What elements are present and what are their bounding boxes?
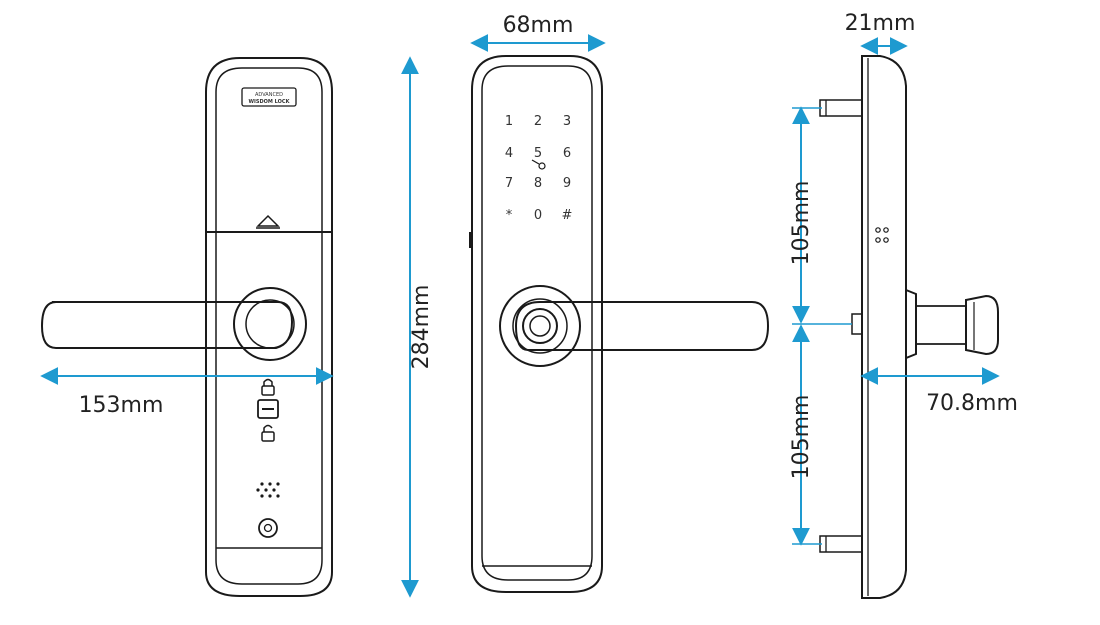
back-panel-inner: [215, 67, 323, 585]
handle-length-label: 153mm: [79, 393, 164, 418]
depth-label: 70.8mm: [926, 391, 1018, 416]
back-hub-inner: [245, 299, 295, 349]
front-width-label: 68mm: [503, 13, 574, 38]
fingerprint-icon: [529, 315, 551, 337]
key-1[interactable]: 1: [505, 114, 513, 129]
side-vent-icon: [875, 227, 889, 243]
fingerprint-sensor-outer: [522, 308, 558, 344]
side-view: [819, 55, 999, 599]
battery-latch-icon: [256, 214, 280, 229]
height-label: 284mm: [409, 285, 434, 370]
front-handle: [514, 301, 770, 351]
spindle: [851, 313, 863, 335]
key-cylinder-icon: [258, 518, 278, 538]
padlock-icon: [261, 378, 275, 396]
key-star[interactable]: *: [506, 208, 513, 223]
key-7[interactable]: 7: [505, 176, 513, 191]
keypad: 1 2 3 4 5 6 7 8 9 * 0 #: [505, 114, 573, 223]
side-handle-rose: [905, 288, 917, 360]
upper-spacing-label: 105mm: [789, 181, 814, 266]
key-5[interactable]: 5: [534, 146, 542, 161]
key-9[interactable]: 9: [563, 176, 571, 191]
front-panel-inner: [481, 65, 593, 581]
key-4[interactable]: 4: [505, 146, 513, 161]
front-hub-outer: [499, 285, 581, 367]
back-handle: [40, 301, 294, 349]
back-hub-outer: [233, 287, 307, 361]
key-8[interactable]: 8: [534, 176, 542, 191]
side-panel: [861, 55, 907, 599]
side-handle-grip: [965, 294, 999, 356]
key-3[interactable]: 3: [563, 114, 571, 129]
front-view: [469, 55, 770, 593]
front-panel-outer: [471, 55, 603, 593]
front-hub-inner: [512, 298, 568, 354]
unlock-icon: [261, 424, 275, 442]
side-handle-neck: [916, 305, 967, 345]
speaker-icon: [256, 482, 280, 498]
brand-label-line2: WISDOM LOCK: [249, 99, 291, 105]
key-icon: [531, 159, 546, 170]
key-0[interactable]: 0: [534, 208, 542, 223]
thickness-label: 21mm: [845, 11, 916, 36]
privacy-knob: [257, 399, 279, 419]
back-view: [40, 57, 333, 597]
key-2[interactable]: 2: [534, 114, 542, 129]
key-6[interactable]: 6: [563, 146, 571, 161]
lower-spacing-label: 105mm: [789, 395, 814, 480]
brand-label-box: [241, 87, 297, 107]
brand-label-line1: ADVANCED: [255, 92, 283, 98]
back-panel-outer: [205, 57, 333, 597]
key-hash[interactable]: #: [562, 208, 573, 223]
